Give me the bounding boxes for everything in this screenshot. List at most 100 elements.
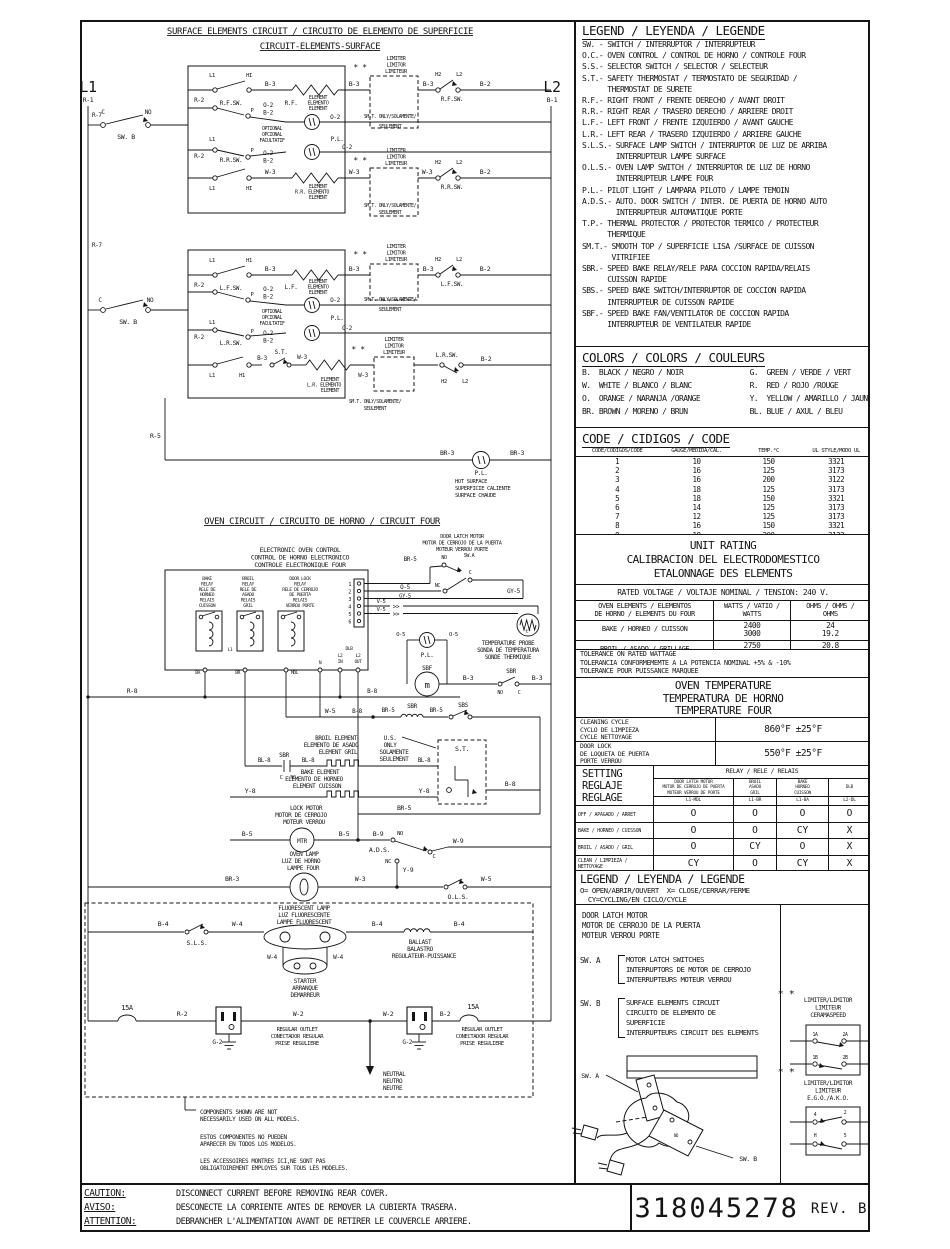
temp-label-line: DOOR LOCK [580,742,612,750]
col-header-line: MOTOR DE CERROJO DE PUERTA [662,785,725,791]
setting-name-line: SETTING [582,768,623,780]
code-cell: 16 [692,475,702,485]
switch-label: SW. A [580,956,601,965]
caution-bar: CAUTION:DISCONNECT CURRENT BEFORE REMOVI… [80,1183,870,1232]
caution-text: DEBRANCHER L'ALIMENTATION AVANT DE RETIR… [176,1217,472,1227]
oven-temp-title-line: OVEN TEMPERATURE [674,679,772,692]
setting-col-code: L1-BR [734,796,777,805]
setting-row-label: OFF / APAGADO / ARRET [576,805,654,822]
color-entry: W. WHITE / BLANCO / BLANC [582,381,692,390]
legend-item: S.S.- SELECTOR SWITCH / SELECTOR / SELEC… [582,62,768,72]
code-cell: 150 [762,493,776,503]
door-latch-header-line: MOTOR DE CERROJO DE LA PUERTA [582,921,701,930]
watts-value: 2400 [743,620,761,630]
temp-value: 860°F ±25°F [764,724,822,736]
setting-legend-lines: O= OPEN/ABRIR/OUVERT X= CLOSE/CERRAR/FER… [576,886,870,904]
col-header-line: CUISSON [794,790,811,796]
legend-item: INTERRUPTEUR LAMPE FOUR [582,174,714,184]
code-cell: 200 [735,531,803,534]
code-cell: 3173 [828,512,845,522]
temp-label-line: CYCLO DE LIMPIEZA [580,725,639,734]
code-cell: 18 [692,493,702,503]
code-cell: 3122 [828,475,845,485]
ohms-value: 19.2 [821,629,839,639]
legend-item: VITRIFIEE [582,252,651,262]
code-cell: 125 [762,484,776,494]
rated-voltage: RATED VOLTAGE / VOLTAJE NOMINAL / TENSIO… [617,588,829,597]
code-cell: 125 [762,466,776,476]
setting-value: O [654,821,734,838]
color-entry: O. ORANGE / NARANJA /ORANGE [582,394,701,403]
code-cell: 3173 [828,503,845,513]
code-cell: 125 [762,503,776,513]
sheet-border [80,20,870,1232]
setting-value: O [654,838,734,855]
ohms-value: 24 [826,620,835,630]
colors-section: COLORS / COLORS / COULEURS B. BLACK / NE… [576,347,870,428]
setting-value: CY [777,854,829,870]
switch-line: INTERRUPTORS DE MOTOR DE CERROJO [626,964,751,974]
header-line: OHMS [822,610,838,619]
code-cell: 4 [615,484,620,494]
setting-col-code: L2-DL [829,796,870,805]
legend-items: SW. - SWITCH / INTERRUPTOR / INTERRUPTEU… [576,39,870,330]
setting-value: O [734,805,777,822]
caution-row: ATTENTION: DEBRANCHER L'ALIMENTATION AVAN… [84,1216,630,1230]
setting-col-code: L1-BA [777,796,829,805]
tolerance-line: TOLERANCE POUR PUISSANCE MARQUEE [580,667,699,676]
temp-label-line: PORTE VERROU [580,757,622,766]
code-cell: 16 [692,466,702,476]
color-entry: BL. BLUE / AXUL / BLEU [749,407,843,416]
legend-title: LEGEND / LEYENDA / LEGENDE [582,23,765,40]
code-header-cell: TEMP.°C [734,447,803,457]
code-header-cell: GAUGE/MEDIDA/CAL. [658,447,735,457]
legend-item: S.T.- SAFETY THERMOSTAT / TERMOSTATO DE … [582,73,798,83]
color-entry: R. RED / ROJO /ROUGE [749,381,839,390]
element-name: BROIL / ASADO / GRILLAGE [576,640,715,649]
setting-value: CY [734,838,777,855]
code-cell: 3122 [802,531,870,534]
code-cell: 6 [615,503,620,513]
col-header-line: DOOR LATCH MOTOR [674,780,713,785]
legend-item: A.D.S.- AUTO. DOOR SWITCH / INTER. DE PU… [582,196,827,206]
caution-text: DISCONNECT CURRENT BEFORE REMOVING REAR … [176,1189,389,1199]
rated-voltage-section: RATED VOLTAGE / VOLTAJE NOMINAL / TENSIO… [576,585,870,601]
relay-header: RELAY / RELE / RELAIS [725,767,799,775]
unit-rating-line: CALIBRACION DEL ELECTRODOMESTICO [626,553,820,566]
element-name: BAKE / HORNEO / CUISSON [576,620,715,641]
setting-name-line: REGLAGE [582,792,623,804]
legend-item: SW. - SWITCH / INTERRUPTOR / INTERRUPTEU… [582,40,755,49]
code-cell: 3173 [828,466,845,476]
legend-item: L.R.- LEFT REAR / TRASERO IZQUIERDO / AR… [582,129,802,139]
setting-value: O [654,805,734,822]
colors-title: COLORS / COLORS / COULEURS [582,350,765,367]
caution-label: AVISO: [84,1202,116,1213]
caution-label: ATTENTION: [84,1216,137,1227]
code-cell: 200 [762,475,776,485]
color-entry: BR. BROWN / MORENO / BRUN [582,407,688,416]
code-cell: 1 [615,457,620,466]
setting-value: O [734,854,777,870]
setting-legend-line: O= OPEN/ABRIR/OUVERT X= CLOSE/CERRAR/FER… [580,886,750,895]
setting-col-header: DLB [829,778,870,796]
code-cell: 16 [692,521,702,531]
code-cell: 3173 [828,484,845,494]
legend-item: P.L.- PILOT LIGHT / LAMPARA PILOTO / LAM… [582,185,789,195]
switch-line: SUPERFICIE [626,1017,665,1027]
